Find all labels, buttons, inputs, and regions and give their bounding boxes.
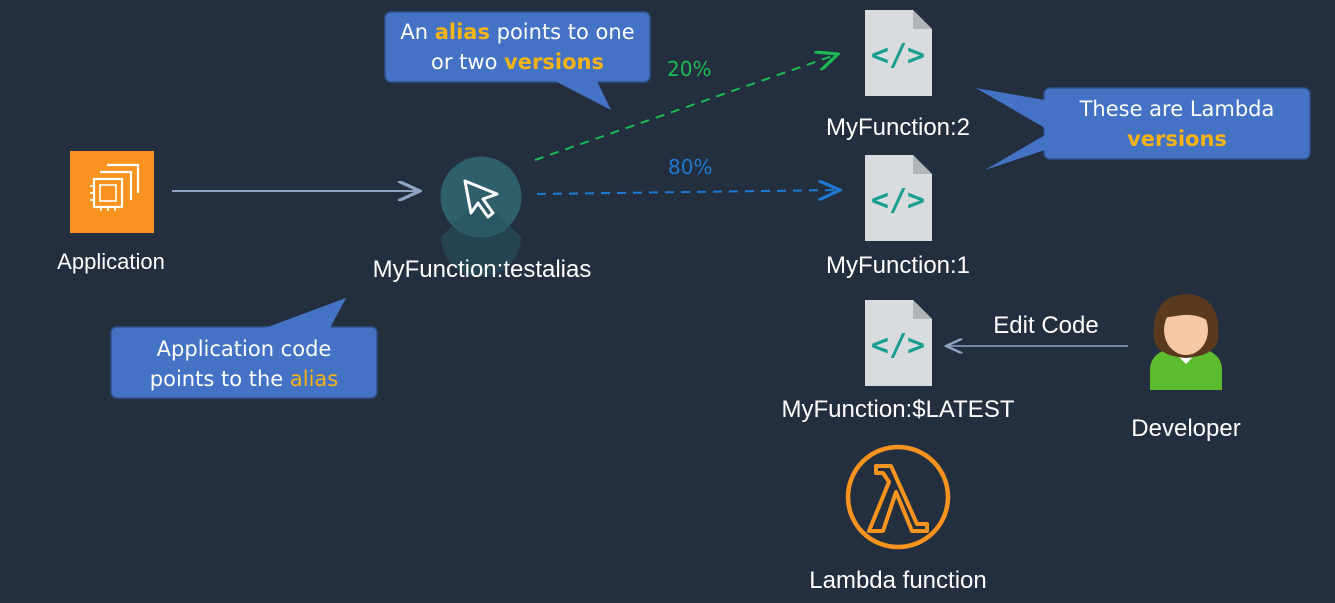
app-callout-text: Application code points to the alias <box>111 334 377 394</box>
lambda-icon <box>845 444 951 550</box>
lambda-label: Lambda function <box>809 567 987 594</box>
alias-to-v1-arrow <box>536 190 840 194</box>
svg-text:</>: </> <box>871 183 925 218</box>
versions-callout-line1: These are Lambda <box>1079 97 1275 121</box>
version1-label: MyFunction:1 <box>825 252 971 279</box>
application-label: Application <box>57 249 165 274</box>
version2-label: MyFunction:2 <box>825 114 971 141</box>
developer-person-icon <box>1150 294 1222 390</box>
app-callout-highlight: alias <box>289 367 339 391</box>
developer-label: Developer <box>1131 415 1241 442</box>
code-file-icon-v1: </> <box>865 155 932 241</box>
versions-callout-shape <box>976 87 1311 170</box>
ec2-instance-icon <box>70 151 154 233</box>
latest-label: MyFunction:$LATEST <box>781 396 1015 423</box>
versions-callout-text: These are Lambda versions <box>1044 94 1310 154</box>
app-callout-shape <box>110 298 378 399</box>
alias-callout-shape <box>384 11 651 110</box>
alias-to-v2-arrow <box>534 54 838 161</box>
weight-v1-label: 80% <box>668 155 713 179</box>
svg-text:</>: </> <box>871 38 925 73</box>
alias-callout-line1: An alias points to one <box>400 20 635 44</box>
versions-highlight: versions <box>504 50 604 74</box>
versions-callout-highlight: versions <box>1127 127 1227 151</box>
code-file-icon-v2: </> <box>865 10 932 96</box>
alias-label: MyFunction:testalias <box>372 256 592 283</box>
code-file-icon-latest: </> <box>865 300 932 386</box>
alias-callout-text: An alias points to one or two versions <box>385 17 650 77</box>
app-callout-line1: Application code <box>156 337 332 361</box>
alias-pointer-icon <box>440 156 522 277</box>
alias-highlight: alias <box>434 20 490 44</box>
weight-v2-label: 20% <box>667 57 712 81</box>
edit-code-label: Edit Code <box>993 312 1099 339</box>
app-callout-line2: points to the alias <box>149 367 339 391</box>
alias-callout-line2: or two versions <box>431 50 604 74</box>
svg-text:</>: </> <box>871 328 925 363</box>
